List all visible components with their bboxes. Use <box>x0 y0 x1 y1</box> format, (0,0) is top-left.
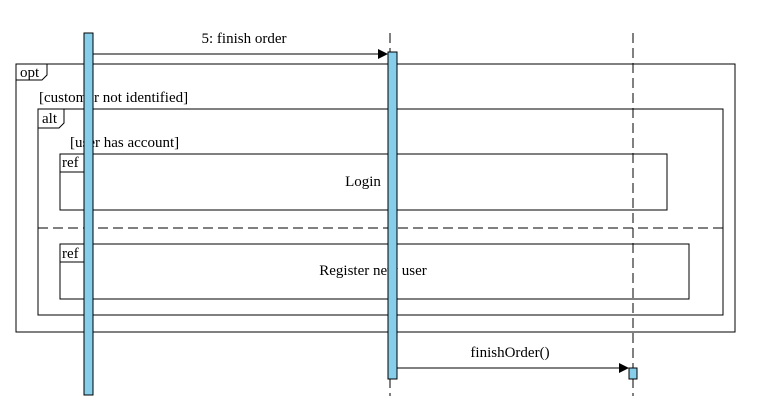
opt-operator-tab <box>16 64 48 81</box>
opt-operator-label: opt <box>20 65 40 81</box>
message-finish-order-call: finishOrder() <box>397 345 629 373</box>
opt-guard: [customer not identified] <box>39 90 188 106</box>
alt-frame <box>37 108 724 316</box>
ref-register-label: Register new user <box>319 263 426 279</box>
ref-login-frame <box>59 153 668 211</box>
opt-fragment: opt [customer not identified] <box>15 63 736 333</box>
opt-frame <box>15 63 736 333</box>
alt-operator-tab <box>38 109 65 129</box>
activation-bar-1 <box>83 32 94 396</box>
ref-register-fragment: ref Register new user <box>59 243 690 300</box>
alt-guard-1: [user has account] <box>70 135 179 151</box>
ref-register-frame <box>59 243 690 300</box>
activation-bar-3 <box>628 367 638 380</box>
message-finish-order-call-arrowhead <box>619 363 629 373</box>
ref-register-operator: ref <box>62 246 79 262</box>
ref-login-label: Login <box>345 174 381 190</box>
message-finish-order-arrowhead <box>378 49 388 59</box>
message-finish-order-label: 5: finish order <box>202 31 287 47</box>
alt-fragment: alt [user has account] <box>37 108 724 316</box>
ref-login-operator: ref <box>62 155 79 171</box>
alt-operator-label: alt <box>42 111 58 127</box>
ref-login-fragment: ref Login <box>59 153 668 211</box>
message-finish-order: 5: finish order <box>93 31 388 59</box>
message-finish-order-call-label: finishOrder() <box>470 345 549 361</box>
activation-bar-2 <box>387 51 398 380</box>
